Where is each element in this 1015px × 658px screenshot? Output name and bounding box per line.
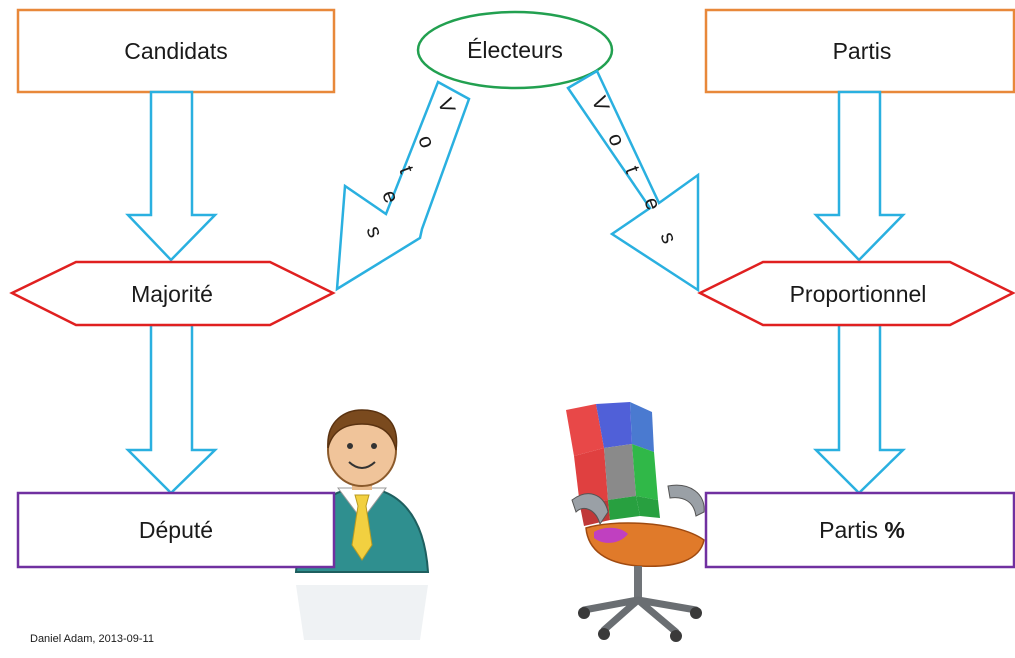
partis-label: Partis bbox=[833, 38, 892, 64]
arrow-candidats-to-majorite bbox=[125, 90, 218, 262]
candidats-label: Candidats bbox=[124, 38, 228, 64]
partis-pct-label: Partis % bbox=[819, 517, 905, 543]
office-chair-icon bbox=[566, 402, 705, 642]
partis-box bbox=[704, 8, 1015, 94]
partis-pct-symbol: % bbox=[884, 517, 904, 543]
proportionnel-hexagon bbox=[697, 260, 1015, 327]
arrow-proportionnel-to-partis-pct bbox=[812, 323, 907, 495]
majorite-hexagon bbox=[9, 260, 336, 327]
partis-pct-text: Partis bbox=[819, 517, 884, 543]
arrow-partis-to-proportionnel bbox=[813, 90, 906, 262]
depute-box bbox=[16, 491, 336, 569]
arrow-votes-right bbox=[566, 69, 700, 293]
partis-pct-box bbox=[704, 491, 1015, 569]
depute-label: Député bbox=[139, 517, 213, 543]
arrow-majorite-to-depute bbox=[124, 323, 219, 495]
arrow-votes-left bbox=[335, 80, 471, 292]
electeurs-label: Électeurs bbox=[467, 37, 563, 63]
credit-text: Daniel Adam, 2013-09-11 bbox=[30, 633, 154, 645]
electeurs-ellipse bbox=[416, 10, 614, 90]
proportionnel-label: Proportionnel bbox=[790, 281, 927, 307]
candidats-box bbox=[16, 8, 336, 94]
majorite-label: Majorité bbox=[131, 281, 213, 307]
